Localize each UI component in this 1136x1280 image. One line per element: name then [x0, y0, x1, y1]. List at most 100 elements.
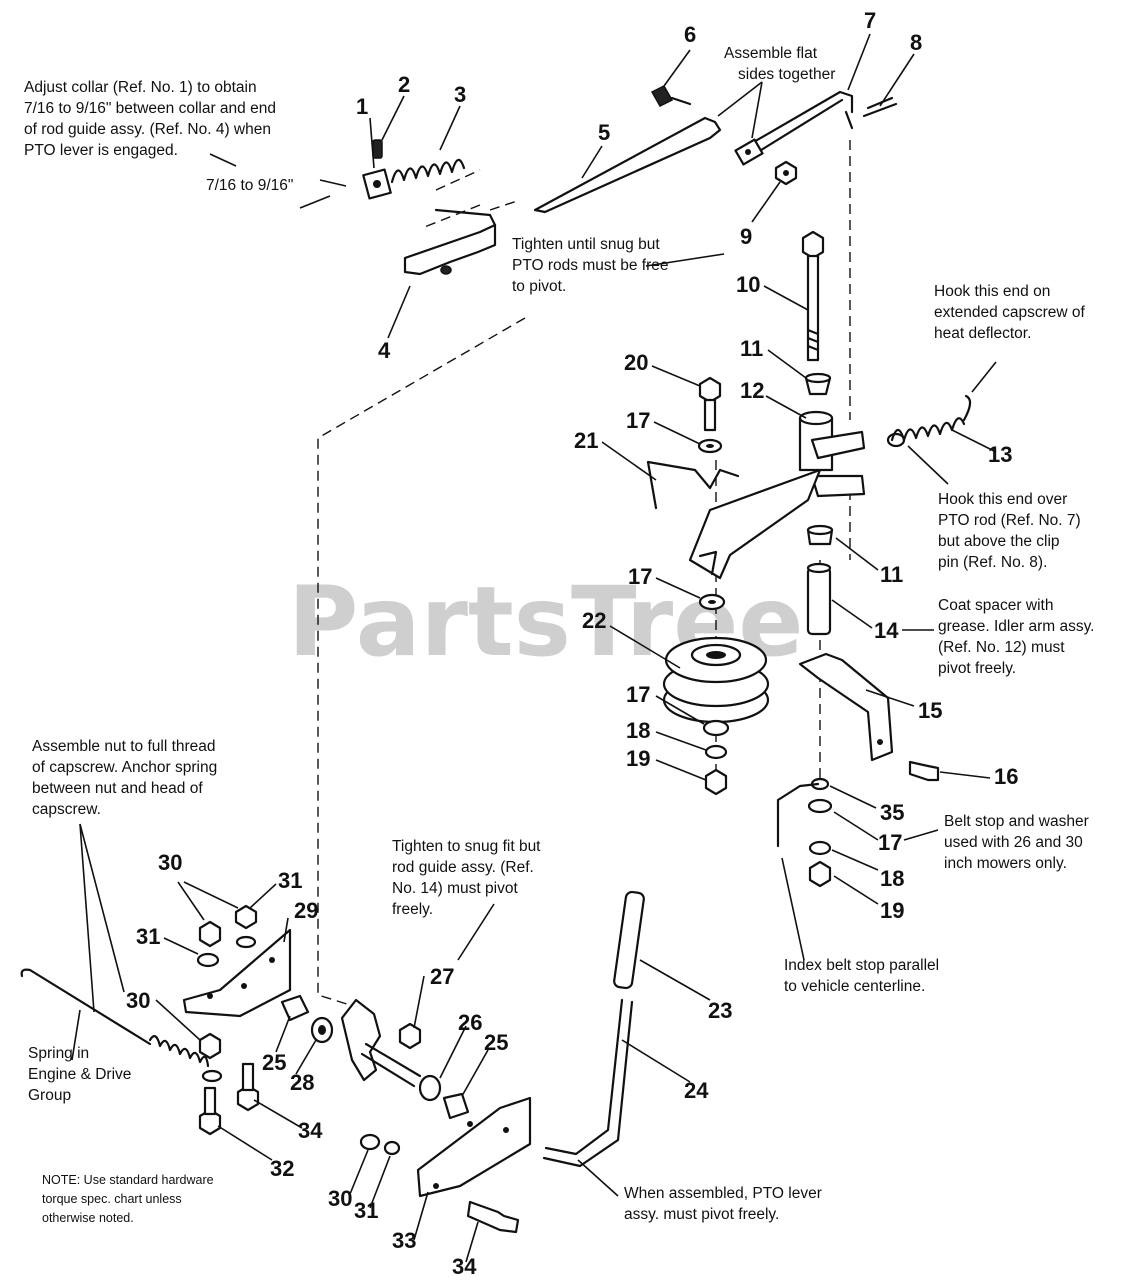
- note-coat-spacer: Coat spacer with grease. Idler arm assy.…: [938, 597, 1095, 677]
- part-collar: [362, 168, 392, 200]
- svg-text:between nut and head of: between nut and head of: [32, 780, 203, 797]
- svg-text:pin (Ref. No. 8).: pin (Ref. No. 8).: [938, 554, 1047, 571]
- callout-24: 24: [684, 1078, 709, 1103]
- svg-text:freely.: freely.: [392, 901, 433, 918]
- svg-text:Hook this end over: Hook this end over: [938, 491, 1067, 508]
- callout-22: 22: [582, 608, 606, 633]
- callout-30-low: 30: [328, 1186, 352, 1211]
- svg-text:PTO rod (Ref. No. 7): PTO rod (Ref. No. 7): [938, 512, 1081, 529]
- svg-text:Index belt stop parallel: Index belt stop parallel: [784, 957, 939, 974]
- part-spacer-14: [806, 562, 832, 636]
- callout-33: 33: [392, 1228, 416, 1253]
- svg-text:Hook this end on: Hook this end on: [934, 283, 1050, 300]
- part-pto-lever-23-24: [542, 890, 645, 1168]
- part-setscrew: [372, 139, 383, 159]
- callout-10: 10: [736, 272, 760, 297]
- svg-text:Assemble nut to full thread: Assemble nut to full thread: [32, 738, 216, 755]
- callout-11-lower: 11: [880, 562, 903, 587]
- callout-4: 4: [378, 338, 391, 363]
- svg-text:(Ref. No. 12) must: (Ref. No. 12) must: [938, 639, 1065, 656]
- svg-text:Belt stop and washer: Belt stop and washer: [944, 813, 1089, 830]
- callout-numbers: 1 2 3 4 5 6 7 8 9 10 11 11 12 13 14 15 1…: [126, 8, 1018, 1279]
- callout-30-top: 30: [158, 850, 182, 875]
- part-washers-17-18-19: [702, 719, 730, 796]
- svg-text:PTO rods must be free: PTO rods must be free: [512, 257, 669, 274]
- note-hook-capscrew: Hook this end on extended capscrew of he…: [934, 283, 1085, 342]
- callout-8: 8: [910, 30, 922, 55]
- part-bushing-26-25: [418, 1074, 470, 1120]
- callout-25-right: 25: [484, 1030, 508, 1055]
- svg-text:Tighten to snug fit but: Tighten to snug fit but: [392, 838, 541, 855]
- callout-13: 13: [988, 442, 1012, 467]
- callout-5: 5: [598, 120, 610, 145]
- svg-text:NOTE: Use standard hardware: NOTE: Use standard hardware: [42, 1173, 214, 1187]
- callout-31-low: 31: [354, 1198, 378, 1223]
- svg-text:heat deflector.: heat deflector.: [934, 325, 1031, 342]
- callout-1: 1: [356, 94, 368, 119]
- callout-34-upper: 34: [298, 1118, 323, 1143]
- note-flat-sides: Assemble flat sides together: [724, 45, 835, 83]
- part-spring: [390, 158, 466, 184]
- svg-text:to vehicle centerline.: to vehicle centerline.: [784, 978, 925, 995]
- svg-text:PTO lever is engaged.: PTO lever is engaged.: [24, 142, 178, 159]
- callout-6: 6: [684, 22, 696, 47]
- callout-26: 26: [458, 1010, 482, 1035]
- svg-text:of capscrew. Anchor spring: of capscrew. Anchor spring: [32, 759, 217, 776]
- note-belt-stop: Belt stop and washer used with 26 and 30…: [944, 813, 1089, 872]
- svg-text:torque spec. chart unless: torque spec. chart unless: [42, 1192, 182, 1206]
- callout-32: 32: [270, 1156, 294, 1181]
- part-pulley-22: [662, 636, 770, 724]
- part-capscrew-20: [698, 376, 722, 432]
- svg-text:to pivot.: to pivot.: [512, 278, 566, 295]
- svg-text:inch mowers only.: inch mowers only.: [944, 855, 1067, 872]
- part-washers-17-18-19-lower: [807, 798, 833, 888]
- callout-23: 23: [708, 998, 732, 1023]
- svg-text:Tighten until snug but: Tighten until snug but: [512, 236, 660, 253]
- svg-text:used with 26 and 30: used with 26 and 30: [944, 834, 1083, 851]
- callout-17-top: 17: [626, 408, 650, 433]
- svg-text:rod guide assy. (Ref.: rod guide assy. (Ref.: [392, 859, 534, 876]
- part-bushing-11-lower: [806, 524, 834, 546]
- part-pto-rod-7: [734, 90, 854, 166]
- callout-12: 12: [740, 378, 764, 403]
- part-idler-arm: [688, 410, 866, 580]
- part-pto-rod: [533, 85, 722, 214]
- part-clip-pin: [862, 96, 898, 118]
- svg-text:extended capscrew of: extended capscrew of: [934, 304, 1085, 321]
- callout-9: 9: [740, 224, 752, 249]
- svg-text:but above the clip: but above the clip: [938, 533, 1060, 550]
- svg-text:grease. Idler arm assy.: grease. Idler arm assy.: [938, 618, 1095, 635]
- leader-lines: [155, 33, 997, 1263]
- part-screw-16: [908, 760, 940, 782]
- part-nut-9: [774, 160, 798, 186]
- note-tighten-fit: Tighten to snug fit but rod guide assy. …: [392, 838, 541, 918]
- callout-14: 14: [874, 618, 899, 643]
- part-rod-guide-assy: [403, 208, 497, 276]
- callout-7: 7: [864, 8, 876, 33]
- callout-19-right: 19: [880, 898, 904, 923]
- note-when-assembled: When assembled, PTO lever assy. must piv…: [624, 1185, 822, 1223]
- part-belt-guide-21: [646, 460, 740, 510]
- svg-text:Spring in: Spring in: [28, 1045, 89, 1062]
- note-tighten-snug: Tighten until snug but PTO rods must be …: [512, 236, 669, 295]
- note-spring-in: Spring in Engine & Drive Group: [28, 1045, 131, 1104]
- part-washers-30-31-lower: [359, 1133, 401, 1156]
- note-hook-over: Hook this end over PTO rod (Ref. No. 7) …: [938, 491, 1081, 571]
- callout-27: 27: [430, 964, 454, 989]
- part-bushing-11: [804, 372, 832, 396]
- callout-11-upper: 11: [740, 336, 763, 361]
- callout-19-left: 19: [626, 746, 650, 771]
- svg-text:Coat spacer with: Coat spacer with: [938, 597, 1053, 614]
- note-index-belt: Index belt stop parallel to vehicle cent…: [784, 957, 939, 995]
- note-hardware: NOTE: Use standard hardware torque spec.…: [42, 1173, 214, 1225]
- note-arrows: [71, 81, 997, 1197]
- callout-17-right: 17: [878, 830, 902, 855]
- svg-text:capscrew.: capscrew.: [32, 801, 101, 818]
- callout-15: 15: [918, 698, 942, 723]
- callout-31-top: 31: [278, 868, 302, 893]
- part-bracket-15: [798, 652, 894, 762]
- part-lever-pivot-27: [340, 998, 422, 1088]
- callout-18-right: 18: [880, 866, 904, 891]
- svg-text:Group: Group: [28, 1087, 71, 1104]
